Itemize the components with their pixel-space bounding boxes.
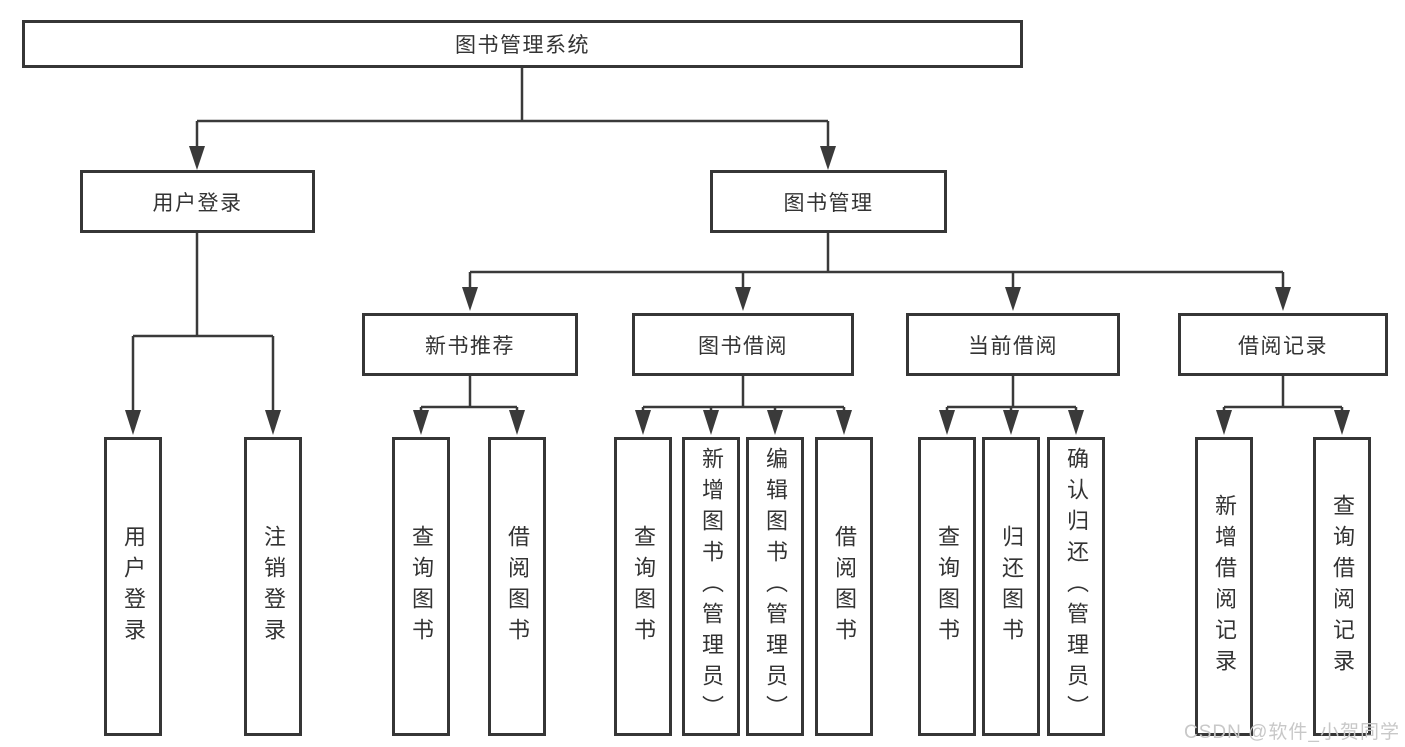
node-leaf-current-query-book: 查询图书 <box>918 437 976 736</box>
connector-current-to-leaves <box>945 376 1078 412</box>
arrow-down-icon <box>703 410 719 435</box>
node-leaf-add-book-admin: 新增图书（管理员） <box>682 437 740 736</box>
node-leaf-return-book: 归还图书 <box>982 437 1040 736</box>
connector-borrow-to-leaves <box>641 376 846 412</box>
csdn-watermark: CSDN @软件_小贺同学 <box>1184 722 1400 743</box>
node-leaf-query-borrow-record: 查询借阅记录 <box>1313 437 1371 736</box>
node-book-management: 图书管理 <box>710 170 947 233</box>
node-book-management-label: 图书管理 <box>783 191 874 215</box>
node-borrowing-records: 借阅记录 <box>1178 313 1388 376</box>
node-leaf-add-borrow-record-label: 新增借阅记录 <box>1212 493 1237 680</box>
node-leaf-confirm-return-admin: 确认归还（管理员） <box>1047 437 1105 736</box>
connector-recommend-to-leaves <box>419 376 519 412</box>
node-borrowing-records-label: 借阅记录 <box>1238 334 1328 358</box>
arrow-down-icon <box>509 410 525 435</box>
node-new-book-recommend: 新书推荐 <box>362 313 578 376</box>
arrowheads <box>125 146 1350 435</box>
arrow-down-icon <box>635 410 651 435</box>
node-leaf-query-borrow-record-label: 查询借阅记录 <box>1330 493 1355 680</box>
node-leaf-user-login: 用户登录 <box>104 437 162 736</box>
node-root-system-label: 图书管理系统 <box>455 34 590 57</box>
node-leaf-recommend-query-book-label: 查询图书 <box>409 524 434 649</box>
arrow-down-icon <box>413 410 429 435</box>
connector-root-to-level2 <box>195 68 830 148</box>
node-leaf-edit-book-admin-label: 编辑图书（管理员） <box>763 447 788 726</box>
arrow-down-icon <box>1334 410 1350 435</box>
arrow-down-icon <box>735 287 751 311</box>
node-leaf-recommend-borrow-book: 借阅图书 <box>488 437 546 736</box>
node-book-borrowing: 图书借阅 <box>632 313 854 376</box>
node-new-book-recommend-label: 新书推荐 <box>425 334 515 358</box>
node-leaf-recommend-borrow-book-label: 借阅图书 <box>505 524 530 649</box>
node-leaf-borrowing-query-book-label: 查询图书 <box>631 524 656 649</box>
node-leaf-user-login-label: 用户登录 <box>121 524 146 649</box>
connector-userlogin-to-leaves <box>131 233 275 412</box>
node-leaf-return-book-label: 归还图书 <box>999 524 1024 649</box>
node-leaf-current-query-book-label: 查询图书 <box>935 524 960 649</box>
node-leaf-recommend-query-book: 查询图书 <box>392 437 450 736</box>
node-leaf-edit-book-admin: 编辑图书（管理员） <box>746 437 804 736</box>
arrow-down-icon <box>1005 287 1021 311</box>
node-root-system: 图书管理系统 <box>22 20 1023 68</box>
node-leaf-logout: 注销登录 <box>244 437 302 736</box>
node-leaf-borrowing-query-book: 查询图书 <box>614 437 672 736</box>
node-leaf-borrowing-borrow-book-label: 借阅图书 <box>832 524 857 649</box>
arrow-down-icon <box>820 146 836 170</box>
connector-bookmgmt-to-level3 <box>468 233 1285 289</box>
node-leaf-borrowing-borrow-book: 借阅图书 <box>815 437 873 736</box>
arrow-down-icon <box>767 410 783 435</box>
arrow-down-icon <box>189 146 205 170</box>
connector-records-to-leaves <box>1222 376 1344 412</box>
arrow-down-icon <box>1003 410 1019 435</box>
node-user-login: 用户登录 <box>80 170 315 233</box>
node-user-login-label: 用户登录 <box>152 191 243 215</box>
arrow-down-icon <box>1068 410 1084 435</box>
node-leaf-logout-label: 注销登录 <box>261 524 286 649</box>
node-leaf-add-borrow-record: 新增借阅记录 <box>1195 437 1253 736</box>
node-book-borrowing-label: 图书借阅 <box>698 334 788 358</box>
arrow-down-icon <box>462 287 478 311</box>
arrow-down-icon <box>1275 287 1291 311</box>
node-leaf-add-book-admin-label: 新增图书（管理员） <box>699 447 724 726</box>
arrow-down-icon <box>1216 410 1232 435</box>
arrow-down-icon <box>265 410 281 435</box>
arrow-down-icon <box>939 410 955 435</box>
node-leaf-confirm-return-admin-label: 确认归还（管理员） <box>1064 447 1089 726</box>
arrow-down-icon <box>125 410 141 435</box>
node-current-borrowing-label: 当前借阅 <box>968 334 1058 358</box>
node-current-borrowing: 当前借阅 <box>906 313 1120 376</box>
arrow-down-icon <box>836 410 852 435</box>
